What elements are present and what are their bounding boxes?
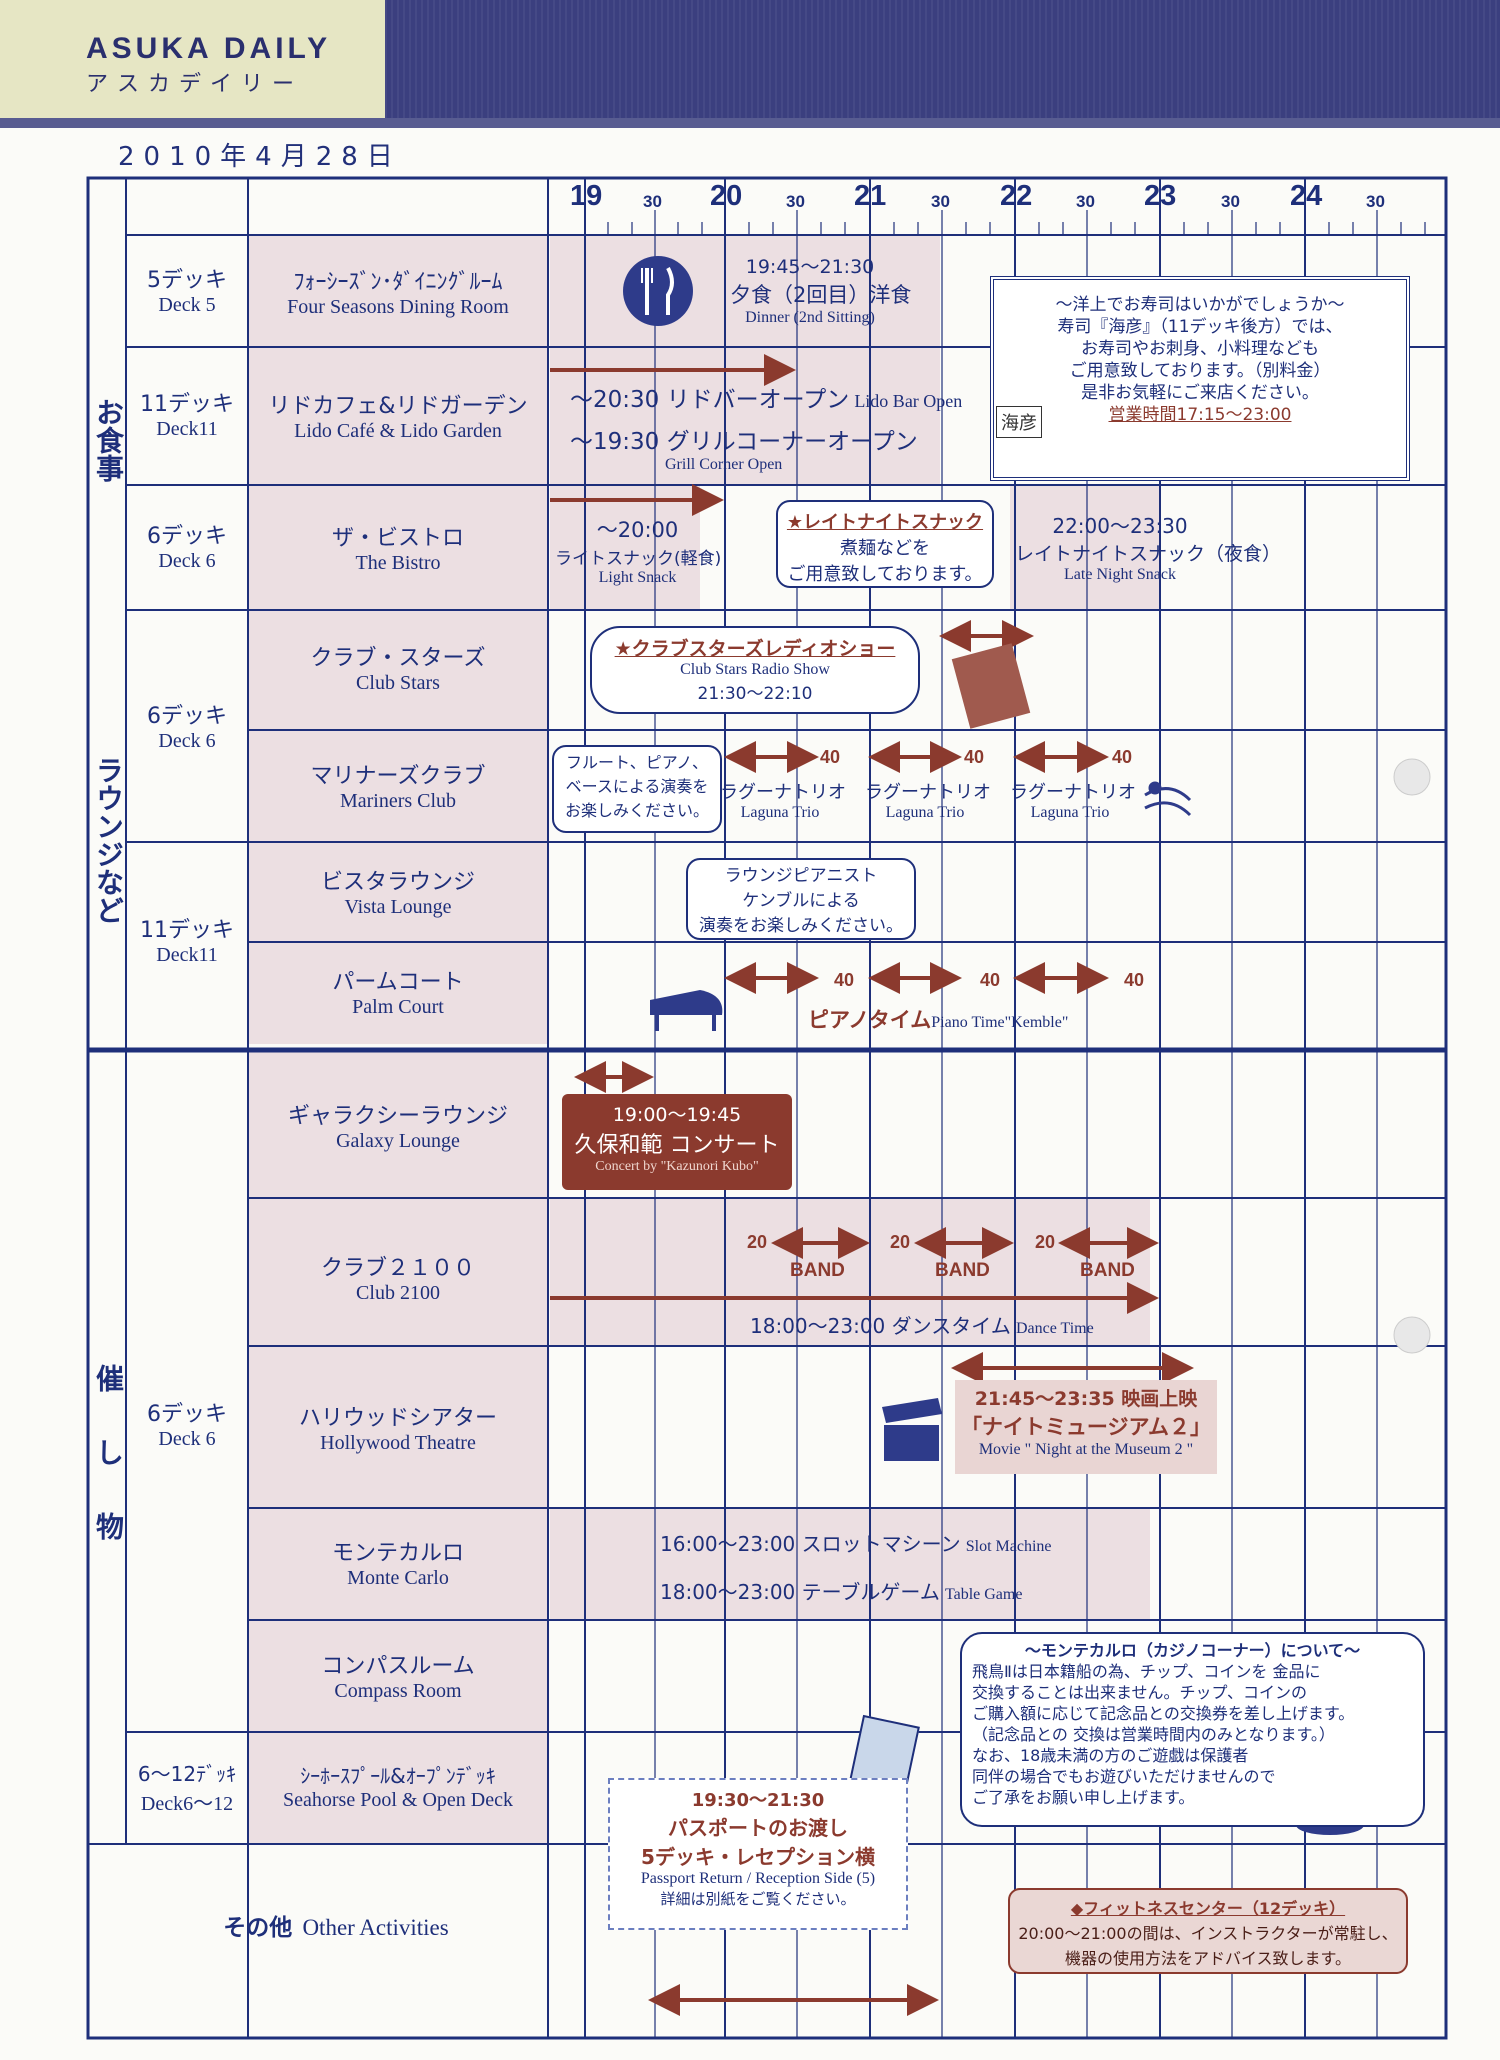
hour-19: 19 [570,180,603,212]
mariners-40-2: 40 [964,747,985,767]
light-snack-event: 〜20:00 ライトスナック(軽食) Light Snack [555,518,722,586]
movie-event: 21:45〜23:35 映画上映 「ナイトミュージアム２」 Movie " Ni… [955,1380,1217,1474]
header-panel [0,0,385,118]
fitness-notice: ◆フィットネスセンター（12デッキ） 20:00〜21:00の間は、インストラク… [1008,1888,1408,1974]
piano-time-event: ピアノタイムPiano Time"Kemble" [808,1008,1069,1032]
slot-machine-event: 16:00〜23:00 スロットマシーン Slot Machine [660,1532,1052,1556]
hour-24: 24 [1290,180,1323,212]
half-3: 30 [931,192,950,211]
passport-event: 19:30〜21:30 パスポートのお渡し 5デッキ・レセプション横 Passp… [608,1778,908,1930]
music-note-icon [1144,781,1192,817]
half-6: 30 [1366,192,1385,211]
band-3: BAND [1080,1260,1135,1281]
lido-bar-event: 〜20:30 リドバーオープン Lido Bar Open [570,387,963,413]
issue-date: 2010年4月28日 [118,142,402,172]
dance-time-event: 18:00〜23:00 ダンスタイム Dance Time [750,1314,1094,1338]
radio-show-bubble: ★クラブスターズレディオショー Club Stars Radio Show 21… [590,626,920,714]
casino-notice: 〜モンテカルロ（カジノコーナー）について〜 飛鳥Ⅱは日本籍船の為、チップ、コイン… [960,1632,1425,1827]
table-game-event: 18:00〜23:00 テーブルゲーム Table Game [660,1580,1023,1604]
dinner-event: 19:45〜21:30 夕食（2回目）洋食 Dinner (2nd Sittin… [730,256,912,326]
mariners-40-3: 40 [1112,747,1133,767]
dining-icon [623,256,693,326]
vista-bubble: ラウンジピアニスト ケンブルによる 演奏をお楽しみください。 [686,858,916,940]
umihiko-logo: 海彦 [996,406,1042,438]
half-2: 30 [786,192,805,211]
category-lounge: ラウンジなど [92,756,125,924]
header-stripe [385,0,1500,118]
palm-40-2: 40 [980,970,1001,990]
hour-23: 23 [1144,180,1177,212]
late-night-snack-event: 22:00〜23:30 レイトナイトスナック（夜食） Late Night Sn… [1015,514,1282,583]
hour-20: 20 [710,180,743,212]
band-20-2: 20 [890,1232,911,1252]
hour-22: 22 [1000,180,1033,212]
palm-40-3: 40 [1124,970,1145,990]
category-events: 催し物 [92,1364,125,1586]
clapper-icon [882,1398,942,1461]
band-1: BAND [790,1260,845,1281]
header-rule [0,118,1500,128]
half-1: 30 [643,192,662,211]
band-20-3: 20 [1035,1232,1056,1252]
half-4: 30 [1076,192,1095,211]
hour-21: 21 [854,180,887,212]
half-5: 30 [1221,192,1240,211]
mariners-40-1: 40 [820,747,841,767]
venue-other: その他 Other Activities [223,1915,449,1941]
sushi-notice: 〜洋上でお寿司はいかがでしょうか〜 寿司『海彦』（11デッキ後方）では、 お寿司… [990,276,1410,481]
galaxy-concert-event: 19:00〜19:45 久保和範 コンサート Concert by "Kazun… [562,1094,792,1190]
palm-40-1: 40 [834,970,855,990]
late-snack-bubble: ★レイトナイトスナック 煮麺などを ご用意致しております。 [776,500,994,588]
category-dining: お食事 [92,398,125,482]
band-20-1: 20 [747,1232,768,1252]
brand-title: ASUKA DAILY [86,32,332,65]
piano-icon [650,990,723,1031]
brand-title-ja: アスカデイリー [86,72,304,97]
mariners-bubble: フルート、ピアノ、 ベースによる演奏を お楽しみください。 [552,745,722,833]
band-2: BAND [935,1260,990,1281]
grill-event: 〜19:30 グリルコーナーオープン Grill Corner Open [570,429,918,473]
